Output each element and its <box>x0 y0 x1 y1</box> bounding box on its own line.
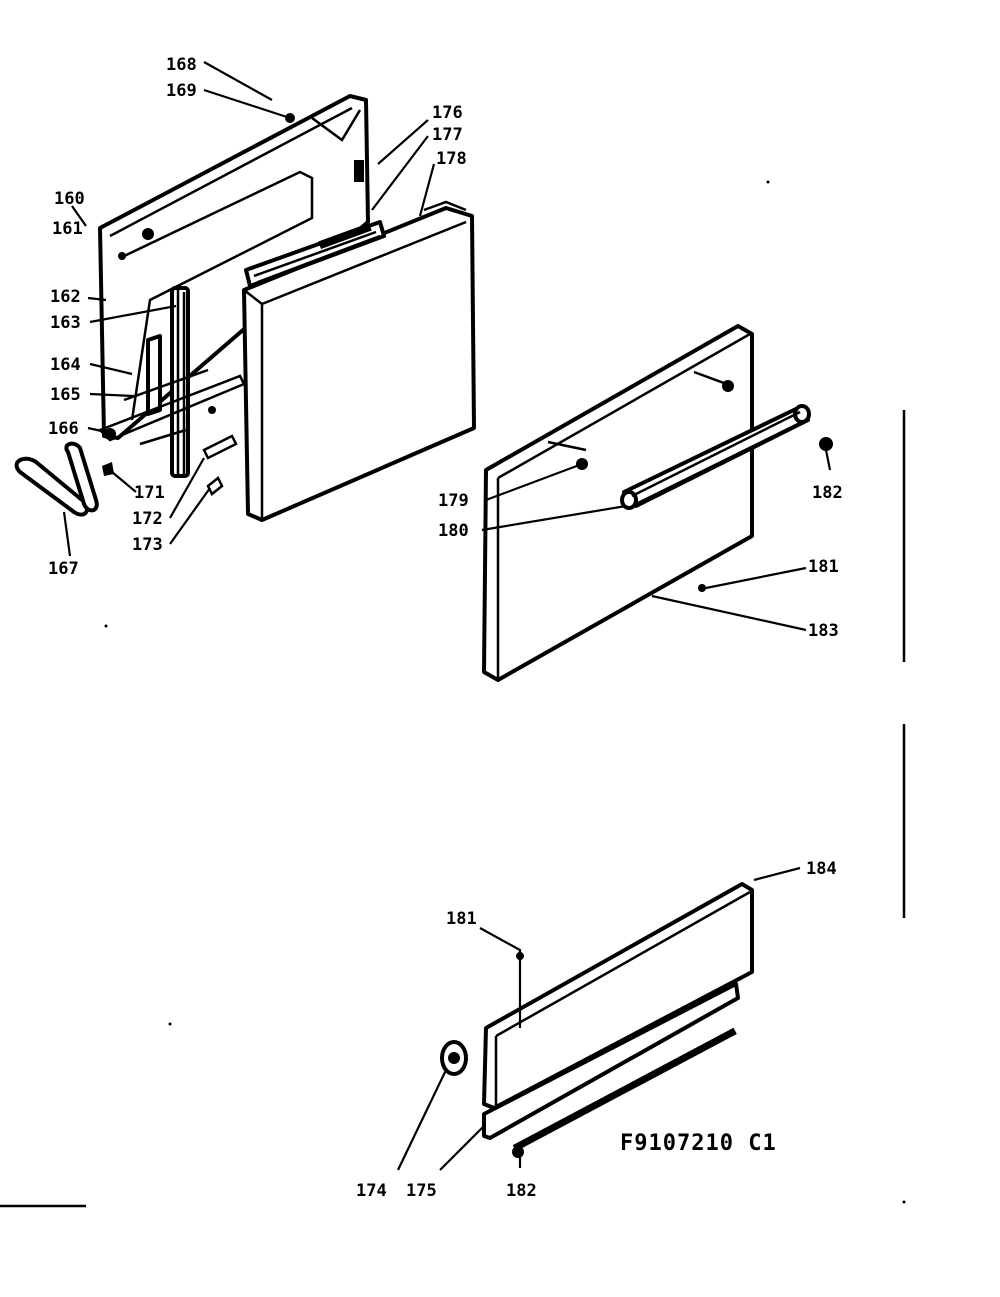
label-164: 164 <box>50 355 81 375</box>
label-168: 168 <box>166 55 197 75</box>
part-labels: 168 169 176 177 178 160 161 162 163 164 … <box>48 55 843 1201</box>
label-172: 172 <box>132 509 163 529</box>
leader-lines <box>62 61 832 1171</box>
inner-door-frame <box>98 94 370 440</box>
edge-marks <box>0 180 906 1208</box>
drawer-handle <box>620 404 833 510</box>
label-182-lower: 182 <box>506 1181 537 1201</box>
label-165: 165 <box>50 385 81 405</box>
diagram-code: F9107210 C1 <box>620 1131 777 1156</box>
label-169: 169 <box>166 81 197 101</box>
nut-174 <box>440 1040 468 1076</box>
label-176: 176 <box>432 103 463 123</box>
frame-fasteners <box>102 434 238 496</box>
label-178: 178 <box>436 149 467 169</box>
label-167: 167 <box>48 559 79 579</box>
label-171: 171 <box>134 483 165 503</box>
label-160: 160 <box>54 189 85 209</box>
label-174: 174 <box>356 1181 387 1201</box>
label-180: 180 <box>438 521 469 541</box>
label-163: 163 <box>50 313 81 333</box>
kickplate-panel <box>482 882 754 1158</box>
door-hinge-assembly <box>97 286 246 478</box>
label-184: 184 <box>806 859 837 879</box>
label-181-upper: 181 <box>808 557 839 577</box>
label-182-upper: 182 <box>812 483 843 503</box>
label-183: 183 <box>808 621 839 641</box>
label-175: 175 <box>406 1181 437 1201</box>
label-161: 161 <box>52 219 83 239</box>
label-162: 162 <box>50 287 81 307</box>
outer-door-panel <box>242 160 476 522</box>
label-181-lower: 181 <box>446 909 477 929</box>
label-173: 173 <box>132 535 163 555</box>
label-166: 166 <box>48 419 79 439</box>
door-handle-167 <box>14 441 99 517</box>
label-177: 177 <box>432 125 463 145</box>
label-179: 179 <box>438 491 469 511</box>
drawer-front-panel <box>482 324 754 682</box>
